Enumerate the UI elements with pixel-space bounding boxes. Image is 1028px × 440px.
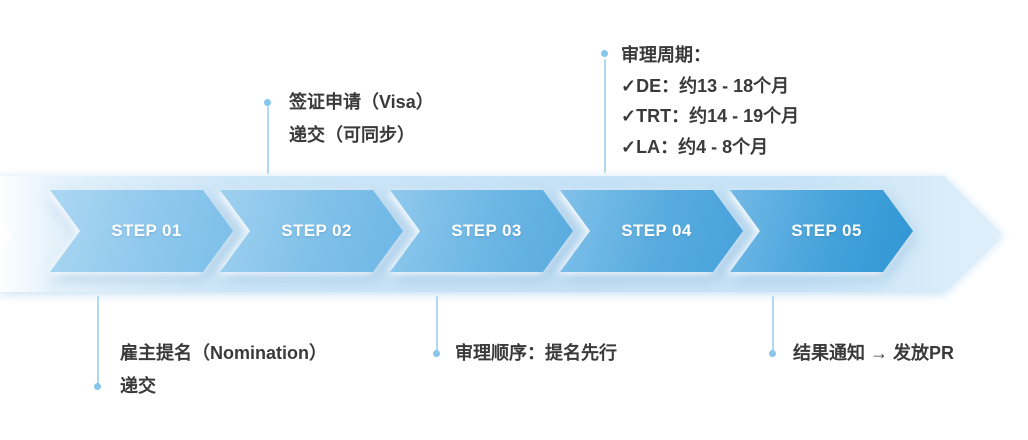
step-chevron-1: STEP 01 <box>50 190 233 272</box>
annotation-line: 雇主提名（Nomination） <box>120 343 327 363</box>
annotation-line: 递交（可同步） <box>289 125 415 145</box>
annotation-line: 结果通知 → 发放PR <box>793 343 955 363</box>
annotation-result-text: 结果通知 → 发放PR <box>793 342 954 364</box>
step-chevron-shape: STEP 02 <box>220 190 403 272</box>
step-label: STEP 02 <box>281 221 352 240</box>
annotation-line: 递交 <box>120 376 156 396</box>
annotation-check-item: ✓TRT：约14 - 19个月 <box>621 106 800 126</box>
step-chevron-2: STEP 02 <box>220 190 403 272</box>
step-chevron-shape: STEP 01 <box>50 190 233 272</box>
annotation-order-text: 审理顺序：提名先行 <box>455 342 617 364</box>
step-chevron-shape: STEP 03 <box>390 190 573 272</box>
step-chevron-shape: STEP 04 <box>560 190 743 272</box>
step-chevron-3: STEP 03 <box>390 190 573 272</box>
step-label: STEP 01 <box>111 221 182 240</box>
connector-dot <box>769 350 776 357</box>
connector-line <box>436 296 438 352</box>
step-label: STEP 05 <box>791 221 862 240</box>
annotation-visa-text: 签证申请（Visa） 递交（可同步） <box>289 86 434 152</box>
connector-line <box>97 296 99 384</box>
connector-dot <box>601 50 608 57</box>
connector-dot <box>94 383 101 390</box>
step-chevron-shape: STEP 05 <box>730 190 913 272</box>
step-label: STEP 04 <box>621 221 692 240</box>
step-chevron-5: STEP 05 <box>730 190 913 272</box>
annotation-check-item: ✓LA：约4 - 8个月 <box>621 136 769 157</box>
connector-dot <box>264 99 271 106</box>
annotation-check-item: ✓DE：约13 - 18个月 <box>621 75 790 96</box>
connector-dot <box>433 350 440 357</box>
annotation-nomination-text: 雇主提名（Nomination） 递交 <box>120 337 327 403</box>
step-chevron-4: STEP 04 <box>560 190 743 272</box>
connector-line <box>604 59 606 173</box>
annotation-line: 审理顺序：提名先行 <box>455 343 617 363</box>
connector-line <box>772 296 774 352</box>
connector-line <box>267 106 269 174</box>
annotation-line: 签证申请（Visa） <box>289 92 434 112</box>
step-label: STEP 03 <box>451 221 522 240</box>
annotation-cycle-text: 审理周期： ✓DE：约13 - 18个月 ✓TRT：约14 - 19个月 ✓LA… <box>621 40 799 162</box>
annotation-title: 审理周期： <box>621 45 711 65</box>
